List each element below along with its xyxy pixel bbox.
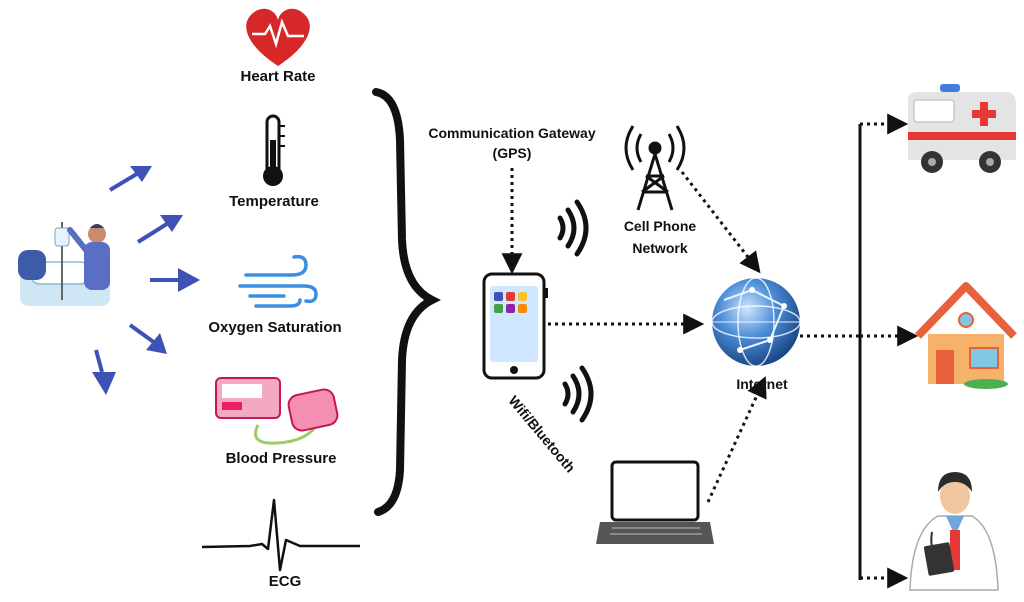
internet-label: Internet (736, 376, 788, 392)
arrow-head-3 (178, 268, 200, 292)
cell-network-label-line2: Network (632, 240, 688, 256)
heart-rate-label: Heart Rate (240, 68, 316, 85)
gateway-label-line2: (GPS) (492, 145, 532, 161)
heart-icon (246, 8, 310, 66)
curly-brace (372, 88, 441, 516)
doctor-icon (909, 472, 999, 591)
blood-pressure-monitor-icon (215, 377, 339, 445)
sensor-arrows (92, 166, 200, 395)
thermometer-icon (263, 114, 285, 186)
wireless-signal-icon-lower (562, 365, 594, 423)
wireless-signal-icon-upper (557, 199, 589, 257)
cell-network-label-line1: Cell Phone (623, 218, 697, 234)
ecg-label: ECG (268, 573, 302, 590)
arrow-head-1 (130, 166, 152, 182)
patient-with-nurse-illustration (18, 222, 110, 306)
ambulance-icon (908, 84, 1016, 173)
temperature-label: Temperature (229, 193, 319, 210)
blood-pressure-label: Blood Pressure (225, 450, 337, 467)
arrow-down (94, 349, 104, 373)
laptop-icon (596, 460, 714, 544)
wind-icon (238, 254, 318, 308)
gateway-label-line1: Communication Gateway (428, 125, 596, 141)
oxygen-saturation-label: Oxygen Saturation (208, 319, 342, 336)
arrow-head-5 (92, 372, 116, 395)
cell-tower-icon (624, 125, 686, 211)
ecg-waveform-icon (201, 498, 360, 572)
arrow-down-right (128, 323, 157, 345)
arrow-head-4 (146, 333, 167, 354)
arrow-up-right-2 (136, 220, 172, 244)
laptop-to-internet-arrow (706, 376, 767, 503)
home-icon (915, 282, 1017, 389)
arrow-head-2 (160, 215, 183, 232)
internet-globe-icon (711, 277, 801, 367)
smartphone-icon (482, 272, 548, 380)
arrow-up-right-1 (108, 170, 142, 192)
